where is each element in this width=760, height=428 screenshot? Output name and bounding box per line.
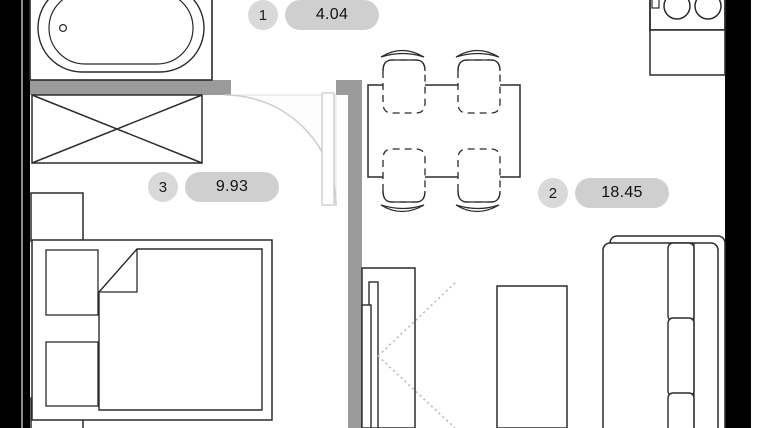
fixture-nightstand-upper bbox=[30, 192, 84, 242]
fixture-dining-chair-bottom-right bbox=[455, 148, 501, 213]
fixture-bathtub bbox=[29, 0, 213, 81]
fixture-cabinet-center bbox=[496, 285, 568, 428]
fixture-bed-double bbox=[31, 239, 273, 421]
room-label-bathroom[interactable]: 1 4.04 bbox=[248, 0, 379, 30]
room-number-badge: 1 bbox=[248, 0, 278, 30]
room-number-badge: 2 bbox=[538, 178, 568, 208]
room-area-badge: 18.45 bbox=[575, 178, 669, 208]
room-number-badge: 3 bbox=[148, 172, 178, 202]
fixture-cooktop bbox=[649, 0, 726, 31]
fixture-sofa bbox=[602, 235, 726, 428]
room-area-badge: 4.04 bbox=[285, 0, 379, 30]
fixture-sliding-door bbox=[361, 267, 456, 428]
fixture-kitchen-counter bbox=[649, 29, 726, 76]
fixture-dining-chair-top-right bbox=[455, 49, 501, 114]
fixture-dining-chair-bottom-left bbox=[380, 148, 426, 213]
fixture-wardrobe bbox=[31, 94, 203, 164]
room-label-bedroom[interactable]: 3 9.93 bbox=[148, 172, 279, 202]
interior-walls bbox=[30, 80, 362, 428]
fixture-entry-door bbox=[224, 92, 337, 207]
room-label-living-kitchen[interactable]: 2 18.45 bbox=[538, 178, 669, 208]
room-area-badge: 9.93 bbox=[185, 172, 279, 202]
fixture-dining-chair-top-left bbox=[380, 49, 426, 114]
